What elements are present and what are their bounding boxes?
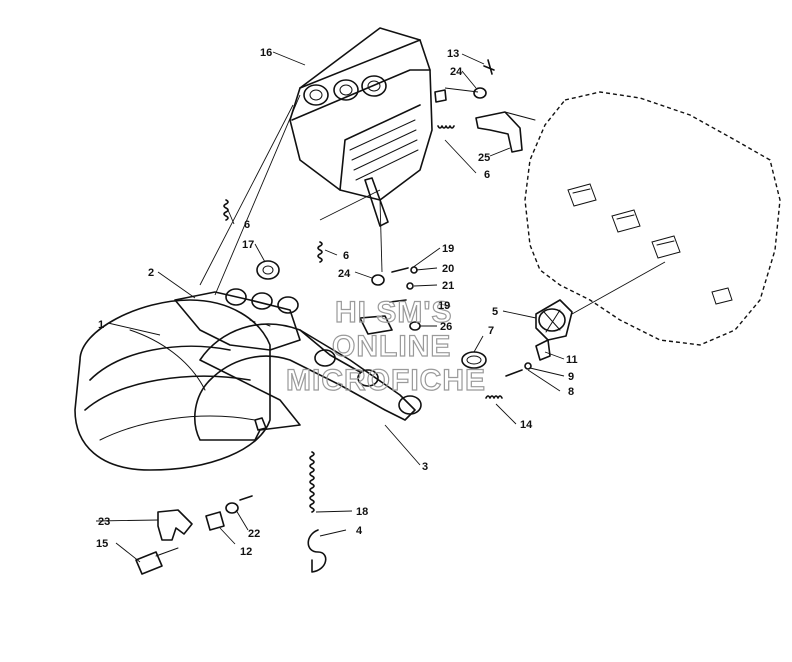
callout-4: 4: [356, 525, 363, 537]
springs: [223, 125, 503, 513]
callout-16: 16: [260, 47, 272, 59]
watermark: HI SM'S ONLINE MICROFICHE: [285, 295, 486, 397]
callout-5: 5: [492, 306, 498, 318]
callout-6c: 6: [484, 169, 490, 181]
callout-labels: 1 2 3 4 5 6 6 6 7 8 9 11 12 13 14 15 16 …: [96, 47, 578, 558]
callout-23: 23: [98, 516, 110, 528]
callout-25: 25: [478, 152, 490, 164]
air-silencer-box: [289, 27, 447, 227]
callout-8: 8: [568, 386, 574, 398]
watermark-line-2: ONLINE: [332, 330, 451, 363]
callout-6a: 6: [244, 219, 250, 231]
callout-leaders: [95, 51, 565, 563]
callout-11: 11: [566, 354, 578, 366]
callout-3: 3: [422, 461, 428, 473]
callout-20: 20: [442, 263, 454, 275]
callout-19b: 19: [438, 300, 450, 312]
callout-14: 14: [520, 419, 533, 431]
callout-21: 21: [442, 280, 454, 292]
callout-7: 7: [488, 325, 494, 337]
callout-9: 9: [568, 371, 574, 383]
muffler: [74, 299, 271, 471]
engine-block-outline: [524, 91, 781, 346]
callout-24a: 24: [338, 268, 351, 280]
callout-24b: 24: [450, 66, 463, 78]
callout-18: 18: [356, 506, 368, 518]
callout-12: 12: [240, 546, 252, 558]
grommet: [256, 260, 280, 280]
hanger-assembly: [135, 495, 253, 575]
spring-clip: [307, 529, 327, 573]
callout-17: 17: [242, 239, 254, 251]
callout-6b: 6: [343, 250, 349, 262]
connector-lines: [199, 87, 666, 315]
callout-22: 22: [248, 528, 260, 540]
mounting-bracket: [473, 59, 536, 153]
callout-19a: 19: [442, 243, 454, 255]
callout-1: 1: [98, 319, 104, 331]
callout-26: 26: [440, 321, 452, 333]
watermark-line-3: MICROFICHE: [286, 364, 486, 397]
y-pipe: [174, 288, 301, 351]
callout-2: 2: [148, 267, 154, 279]
watermark-line-1: HI SM'S: [335, 296, 452, 329]
exhaust-coupler: [461, 299, 573, 377]
header-pipe: [194, 323, 422, 441]
callout-15: 15: [96, 538, 108, 550]
callout-13: 13: [447, 48, 459, 60]
